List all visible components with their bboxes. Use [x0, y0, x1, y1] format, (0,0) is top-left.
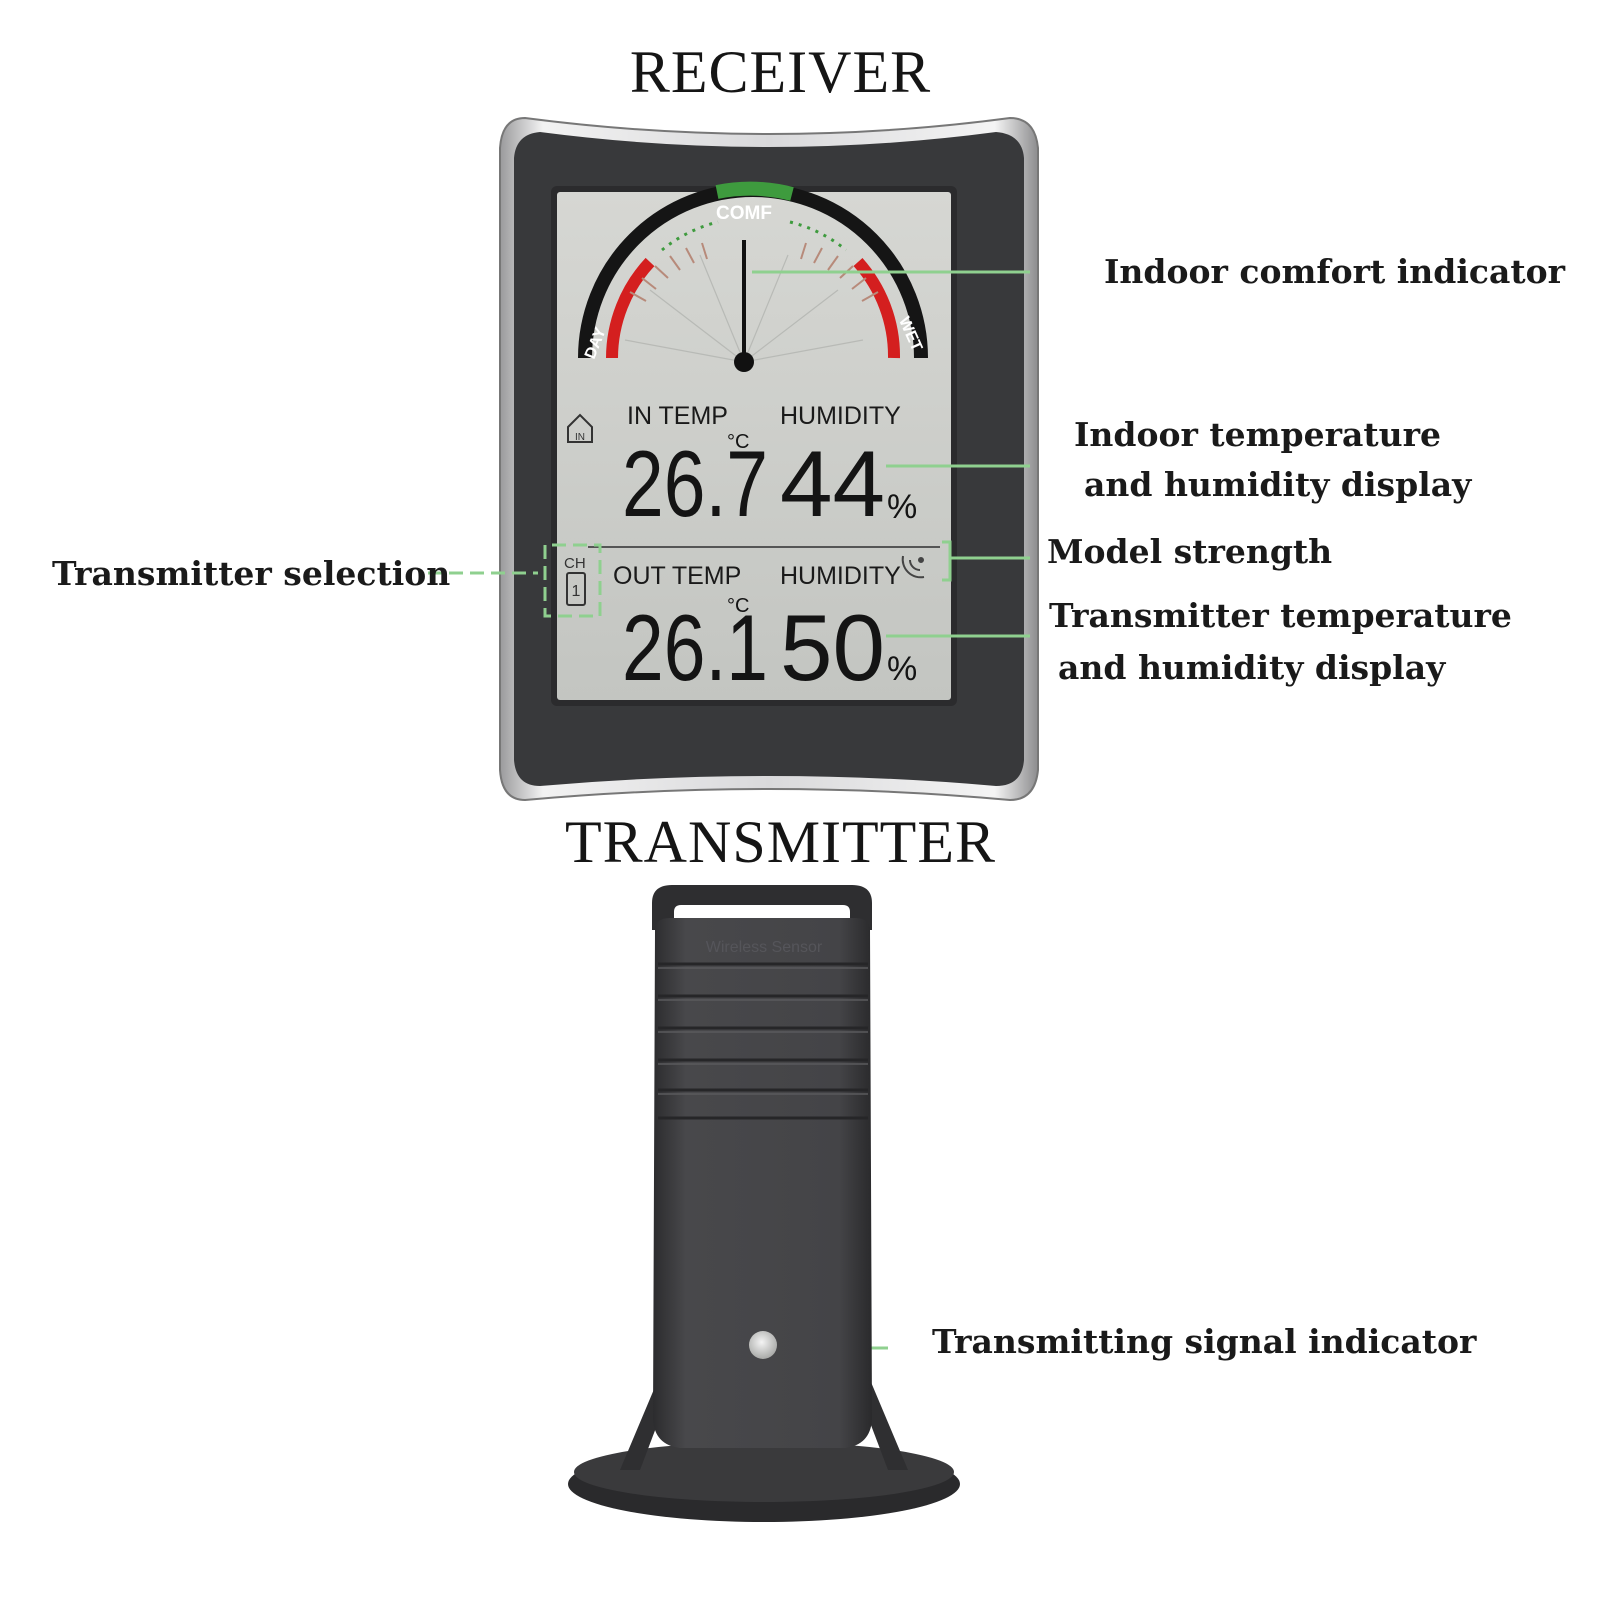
out-humidity-unit: %: [887, 650, 917, 688]
signal-strength-icon: [901, 555, 925, 579]
indoor-icon: IN: [567, 413, 593, 443]
channel-box: [566, 572, 586, 606]
in-humidity-label: HUMIDITY: [780, 402, 901, 430]
gauge-comf-label: COMF: [716, 203, 772, 224]
transmitter-vents: [658, 962, 868, 1120]
channel-value: 1: [572, 583, 581, 600]
indoor-icon-label: IN: [575, 432, 585, 443]
callout-indoor-line2: and humidity display: [1084, 465, 1472, 504]
callout-transmitter-selection: Transmitter selection: [52, 554, 451, 593]
callout-comfort-indicator: Indoor comfort indicator: [1104, 252, 1566, 291]
transmitter-device: Wireless Sensor: [568, 885, 960, 1522]
leader-model-strength: [942, 540, 1030, 582]
comfort-gauge: COMF DAY WET: [578, 181, 928, 372]
callout-indoor-line1: Indoor temperature: [1074, 415, 1442, 454]
in-temp-label: IN TEMP: [627, 402, 728, 430]
receiver-heading: RECEIVER: [629, 39, 932, 105]
out-temp-unit: °C: [727, 595, 749, 617]
in-temp-value: 26.7: [622, 431, 768, 536]
callout-model-strength: Model strength: [1047, 532, 1333, 571]
out-humidity-label: HUMIDITY: [780, 562, 901, 590]
out-temp-label: OUT TEMP: [613, 562, 741, 590]
in-temp-unit: °C: [727, 431, 749, 453]
in-humidity-value: 44: [780, 431, 885, 536]
lcd-screen: [557, 192, 951, 700]
in-humidity-unit: %: [887, 488, 917, 526]
transmitter-heading: TRANSMITTER: [565, 809, 996, 875]
receiver-device: COMF DAY WET IN IN TEMP HUMIDITY 26.7 °C…: [499, 116, 1039, 802]
leader-transmitter-selection: [428, 543, 602, 618]
transmitter-body: [653, 918, 872, 1448]
callout-transmitter-line1: Transmitter temperature: [1049, 596, 1512, 635]
callout-signal-indicator: Transmitting signal indicator: [932, 1322, 1477, 1361]
callout-transmitter-line2: and humidity display: [1058, 648, 1446, 687]
out-humidity-value: 50: [780, 595, 885, 700]
channel-label: CH: [564, 555, 586, 572]
transmitter-embossed-label: Wireless Sensor: [706, 939, 823, 956]
gauge-pivot: [734, 352, 754, 372]
signal-led: [749, 1331, 777, 1359]
out-temp-value: 26.1: [622, 595, 768, 700]
